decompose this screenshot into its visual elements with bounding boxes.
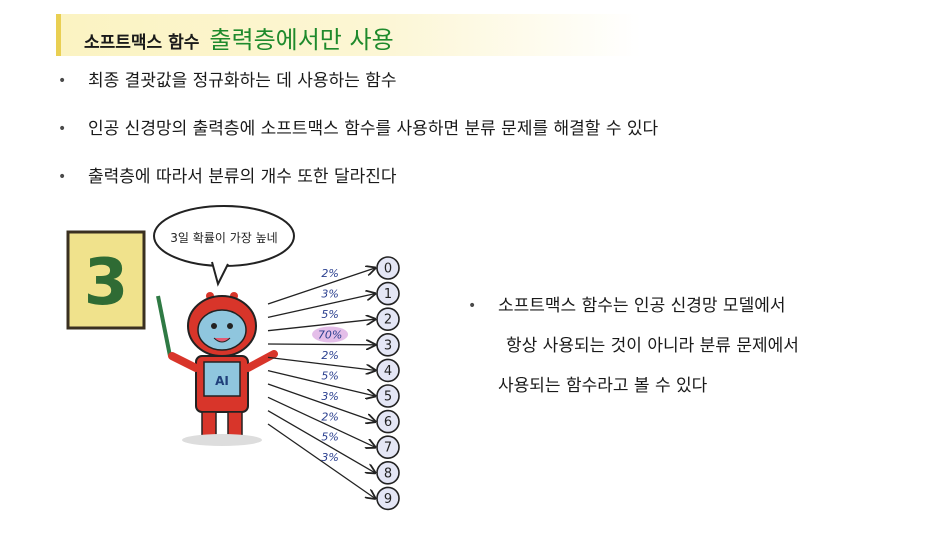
output-digit: 8 (384, 466, 392, 481)
output-digit: 5 (384, 390, 392, 405)
bullet-list: • 최종 결괏값을 정규화하는 데 사용하는 함수 • 인공 신경망의 출력층에 소… (58, 68, 658, 212)
bullet-dot: • (58, 73, 67, 89)
output-arrow (267, 356, 375, 370)
output-arrow (267, 383, 375, 422)
output-node (376, 281, 400, 306)
bullet-dot: • (58, 169, 67, 185)
side-note-line: 항상 사용되는 것이 아니라 분류 문제에서 (506, 336, 799, 356)
prob-label: 3% (321, 451, 338, 464)
side-note-line: 소프트맥스 함수는 인공 신경망 모델에서 (498, 296, 786, 316)
output-digit: 3 (384, 338, 392, 353)
output-node (376, 358, 400, 383)
output-arrow (267, 294, 375, 318)
prob-label: 2% (321, 349, 338, 362)
prob-label: 2% (321, 267, 338, 280)
prob-label: 5% (321, 431, 338, 444)
output-arrow (267, 344, 375, 345)
output-arrow (267, 423, 375, 498)
output-digit: 6 (384, 415, 392, 430)
output-node (376, 409, 400, 434)
bullet-text: 출력층에 따라서 분류의 개수 또한 달라진다 (88, 167, 397, 187)
output-node (376, 460, 400, 485)
output-node (376, 256, 400, 280)
prob-label: 3% (321, 288, 338, 301)
speech-text: 3일 확률이 가장 높네 (170, 231, 277, 245)
output-arrow (267, 410, 375, 473)
output-arrow (267, 268, 375, 305)
bullet-item: • 최종 결괏값을 정규화하는 데 사용하는 함수 (58, 68, 658, 116)
bullet-dot: • (468, 298, 477, 314)
digit-board: 3 (66, 230, 146, 330)
output-digit: 0 (384, 262, 392, 277)
output-node (376, 384, 400, 408)
output-layer: 2% 0 3% 1 5% 2 70% 3 2% 4 5% 5 3% 6 2% 7 5% 8 3% 9 (267, 256, 400, 511)
prob-label: 5% (321, 369, 338, 382)
bullet-dot: • (58, 121, 67, 137)
prob-label: 3% (321, 390, 338, 403)
output-node (376, 435, 400, 459)
output-arrow (267, 319, 375, 332)
output-digit: 2 (384, 313, 392, 328)
output-digit: 7 (384, 441, 392, 456)
title-accent: 출력층에서만 사용 (209, 26, 394, 54)
output-digit: 1 (384, 287, 392, 302)
output-node (376, 333, 400, 357)
softmax-illustration: 3 3일 확률이 가장 높네 AI 2% 0 3% 1 5% 2 70% 3 2% 4 5% 5 3% 6… (66, 205, 400, 511)
output-arrow (267, 396, 375, 447)
output-node (376, 486, 400, 511)
slide-title: 소프트맥스 함수 출력층에서만 사용 (84, 20, 394, 54)
max-prob-highlight (312, 326, 349, 343)
output-arrow (267, 370, 375, 396)
title-highlight-bar (56, 14, 641, 56)
prob-label: 5% (321, 308, 338, 321)
board-digit: 3 (84, 246, 129, 320)
bullet-item: • 인공 신경망의 출력층에 소프트맥스 함수를 사용하면 분류 문제를 해결할 … (58, 116, 658, 164)
bullet-text: 인공 신경망의 출력층에 소프트맥스 함수를 사용하면 분류 문제를 해결할 수… (88, 119, 659, 139)
bullet-text: 최종 결괏값을 정규화하는 데 사용하는 함수 (88, 71, 397, 91)
prob-label: 2% (321, 410, 338, 423)
side-note: • 소프트맥스 함수는 인공 신경망 모델에서 항상 사용되는 것이 아니라 분… (468, 286, 868, 406)
speech-bubble: 3일 확률이 가장 높네 (153, 205, 295, 287)
title-main: 소프트맥스 함수 (84, 33, 200, 53)
output-digit: 4 (384, 364, 392, 379)
output-digit: 9 (384, 492, 392, 507)
bullet-item: • 출력층에 따라서 분류의 개수 또한 달라진다 (58, 164, 658, 212)
output-node (376, 307, 400, 331)
prob-label: 70% (318, 328, 342, 341)
robot-icon: AI (156, 292, 278, 446)
robot-label: AI (215, 374, 229, 388)
side-note-line: 사용되는 함수라고 볼 수 있다 (498, 376, 708, 396)
